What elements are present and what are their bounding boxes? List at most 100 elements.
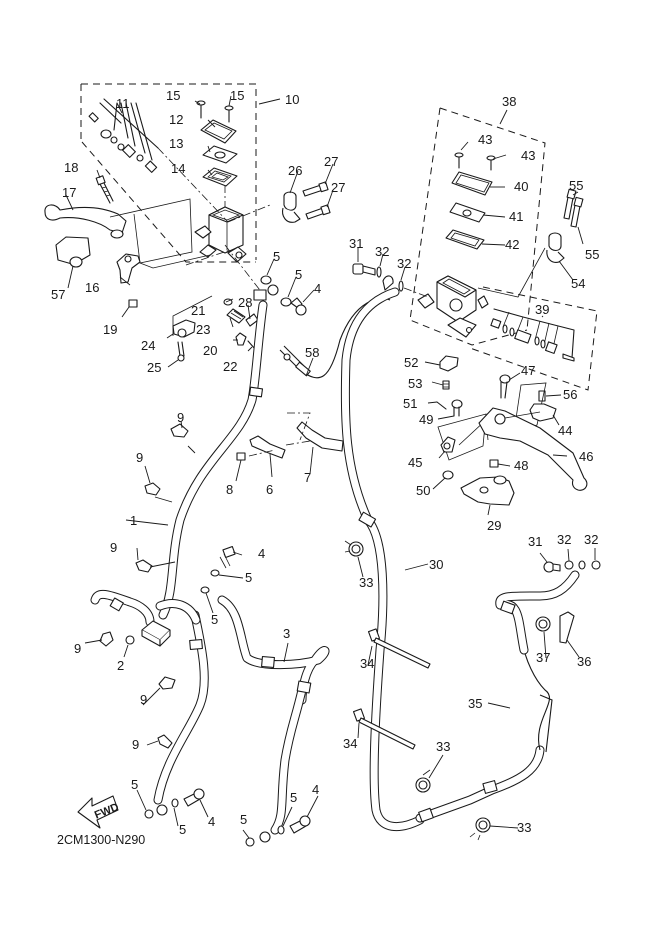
piston-kit-39 [490,308,575,362]
pin-49 [451,399,463,417]
clamp-9b [144,482,161,496]
callout-48: 48 [514,458,528,473]
callout-4a: 4 [314,281,321,296]
piston-kit-11 [88,98,159,173]
callout-54: 54 [571,276,585,291]
clamp-9d [99,631,114,647]
callout-5f: 5 [179,822,186,837]
callout-3: 3 [283,626,290,641]
callout-19: 19 [103,322,117,337]
diaphragm-14 [202,167,238,187]
screw-53 [442,380,450,390]
callout-22: 22 [223,359,237,374]
callout-10: 10 [285,92,299,107]
bolt-27a [302,181,329,197]
screw-25 [177,341,185,362]
clamp-37 [535,616,551,632]
bracket-6 [249,435,286,459]
fwd-arrow-icon: FWD [77,795,121,829]
callout-4d: 4 [312,782,319,797]
kit-boundary-10-lower [81,141,256,263]
kit-boundary-38 [409,107,546,346]
callout-29: 29 [487,518,501,533]
callout-5a: 5 [273,249,280,264]
callout-44: 44 [558,423,572,438]
wire-35 [521,639,551,751]
clamp-9c [135,559,153,573]
washer-32a [376,266,382,278]
callout-56: 56 [563,387,577,402]
lever-bracket-16 [116,253,141,284]
screw-43a [454,152,464,169]
hoses [90,287,601,847]
washer-5b [280,297,292,307]
callout-5g: 5 [240,812,247,827]
leader-lines [65,95,596,839]
clamp-33a [344,540,364,557]
callout-42: 42 [505,237,519,252]
callout-9f: 9 [132,737,139,752]
callout-40: 40 [514,179,528,194]
callout-32d: 32 [584,532,598,547]
callout-20: 20 [203,343,217,358]
callout-8: 8 [226,482,233,497]
callout-33b: 33 [436,739,450,754]
callout-23: 23 [196,322,210,337]
callout-45: 45 [408,455,422,470]
brake-hose-30-lower [415,745,545,823]
callout-5h: 5 [290,790,297,805]
callout-9d: 9 [74,641,81,656]
switch-52 [439,355,459,372]
callout-16: 16 [85,280,99,295]
callout-43a: 43 [478,132,492,147]
callout-1: 1 [130,513,137,528]
pivot-bolt-18 [95,175,114,204]
pin-51 [436,401,447,410]
callout-6: 6 [266,482,273,497]
brake-lever-17 [44,204,127,234]
callout-39: 39 [535,302,549,317]
bracket-45 [440,436,456,453]
callout-9e: 9 [140,692,147,707]
callout-31a: 31 [349,236,363,251]
washer-32b [398,280,404,292]
callout-32b: 32 [397,256,411,271]
bolt-27b [305,204,331,220]
callout-33c: 33 [517,820,531,835]
reservoir-cap-40 [451,171,493,196]
callout-49: 49 [419,412,433,427]
bracket-36 [559,611,575,644]
callout-26: 26 [288,163,302,178]
callout-4c: 4 [208,814,215,829]
clamp-9f [157,734,173,749]
callout-4b: 4 [258,546,265,561]
callout-5d: 5 [211,612,218,627]
callout-15a: 15 [166,88,180,103]
callout-34b: 34 [343,736,357,751]
callout-5e: 5 [131,777,138,792]
callout-27b: 27 [331,180,345,195]
callout-5c: 5 [245,570,252,585]
lever-holder-57 [55,236,91,265]
nut-48 [489,459,499,468]
callout-58: 58 [305,345,319,360]
bolt-55a [563,188,577,220]
bolt-55b [570,196,584,228]
clamp-9e [158,676,176,690]
left-master-cylinder-assembly [44,83,331,362]
callout-36: 36 [577,654,591,669]
banjo-bottom-left [144,788,205,819]
callout-41: 41 [509,209,523,224]
callout-5b: 5 [295,267,302,282]
master-cylinder-holder-26 [282,191,301,223]
callout-57: 57 [51,287,65,302]
callout-52: 52 [404,355,418,370]
callout-37: 37 [536,650,550,665]
callout-21: 21 [191,303,205,318]
callout-32c: 32 [557,532,571,547]
bolt-2 [125,635,135,645]
brake-lever-46 [478,407,588,491]
diagram-code: 2CM1300-N290 [57,833,145,847]
clamp-33b [415,769,431,793]
